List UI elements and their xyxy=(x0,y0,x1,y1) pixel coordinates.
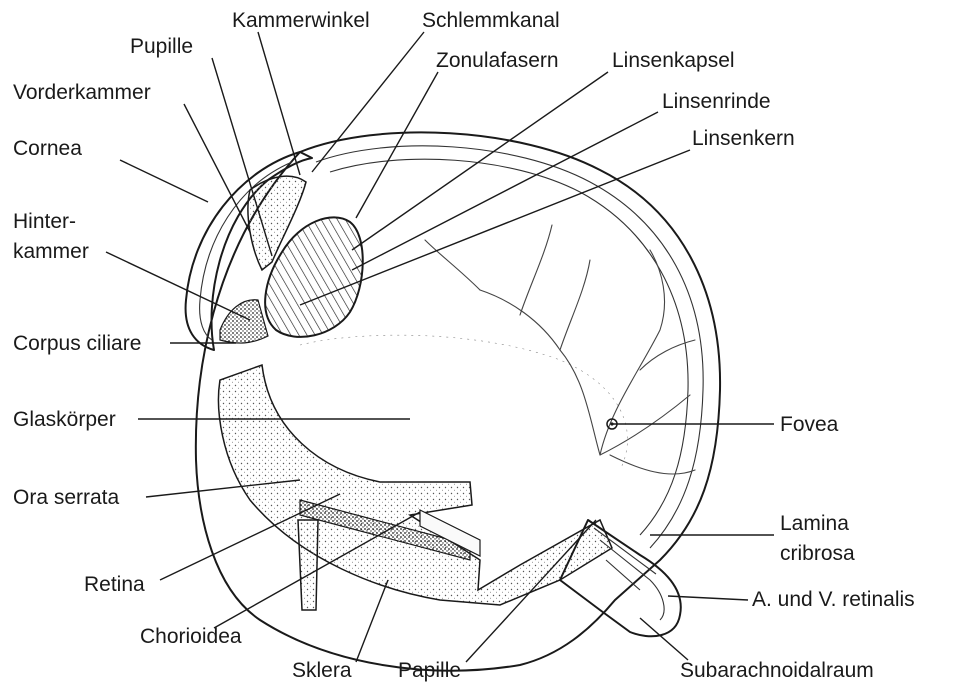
label-linsenkern: Linsenkern xyxy=(692,127,795,150)
ciliary-body xyxy=(220,300,268,343)
label-cornea: Cornea xyxy=(13,137,82,160)
label-corpus-ciliare: Corpus ciliare xyxy=(13,332,141,355)
inner-wall-2 xyxy=(330,159,688,535)
sclera-flap xyxy=(298,520,318,610)
label-zonulafasern: Zonulafasern xyxy=(436,49,559,72)
optic-nerve-inner xyxy=(600,540,664,620)
label-hinterkammer-line2: kammer xyxy=(13,240,89,263)
label-papille: Papille xyxy=(398,659,461,682)
label-a-und-v-retinalis: A. und V. retinalis xyxy=(752,588,915,611)
label-schlemmkanal: Schlemmkanal xyxy=(422,9,560,32)
label-subarachnoidalraum: Subarachnoidalraum xyxy=(680,659,874,682)
label-linsenrinde: Linsenrinde xyxy=(662,90,771,113)
label-linsenkapsel: Linsenkapsel xyxy=(612,49,735,72)
label-kammerwinkel: Kammerwinkel xyxy=(232,9,370,32)
label-retina: Retina xyxy=(84,573,145,596)
label-lamina-cribrosa-line2: cribrosa xyxy=(780,542,855,565)
label-vorderkammer: Vorderkammer xyxy=(13,81,151,104)
vitreous-body xyxy=(300,335,628,470)
eyeball-illustration xyxy=(186,132,720,670)
label-fovea: Fovea xyxy=(780,413,839,436)
label-ora-serrata: Ora serrata xyxy=(13,486,120,509)
label-hinterkammer-line1: Hinter- xyxy=(13,210,76,233)
label-lamina-cribrosa-line1: Lamina xyxy=(780,512,849,535)
label-chorioidea: Chorioidea xyxy=(140,625,242,648)
label-glaskoerper: Glaskörper xyxy=(13,408,116,431)
retinal-vessels xyxy=(425,225,695,474)
cut-section xyxy=(219,365,612,605)
label-sklera: Sklera xyxy=(292,659,352,682)
label-pupille: Pupille xyxy=(130,35,193,58)
